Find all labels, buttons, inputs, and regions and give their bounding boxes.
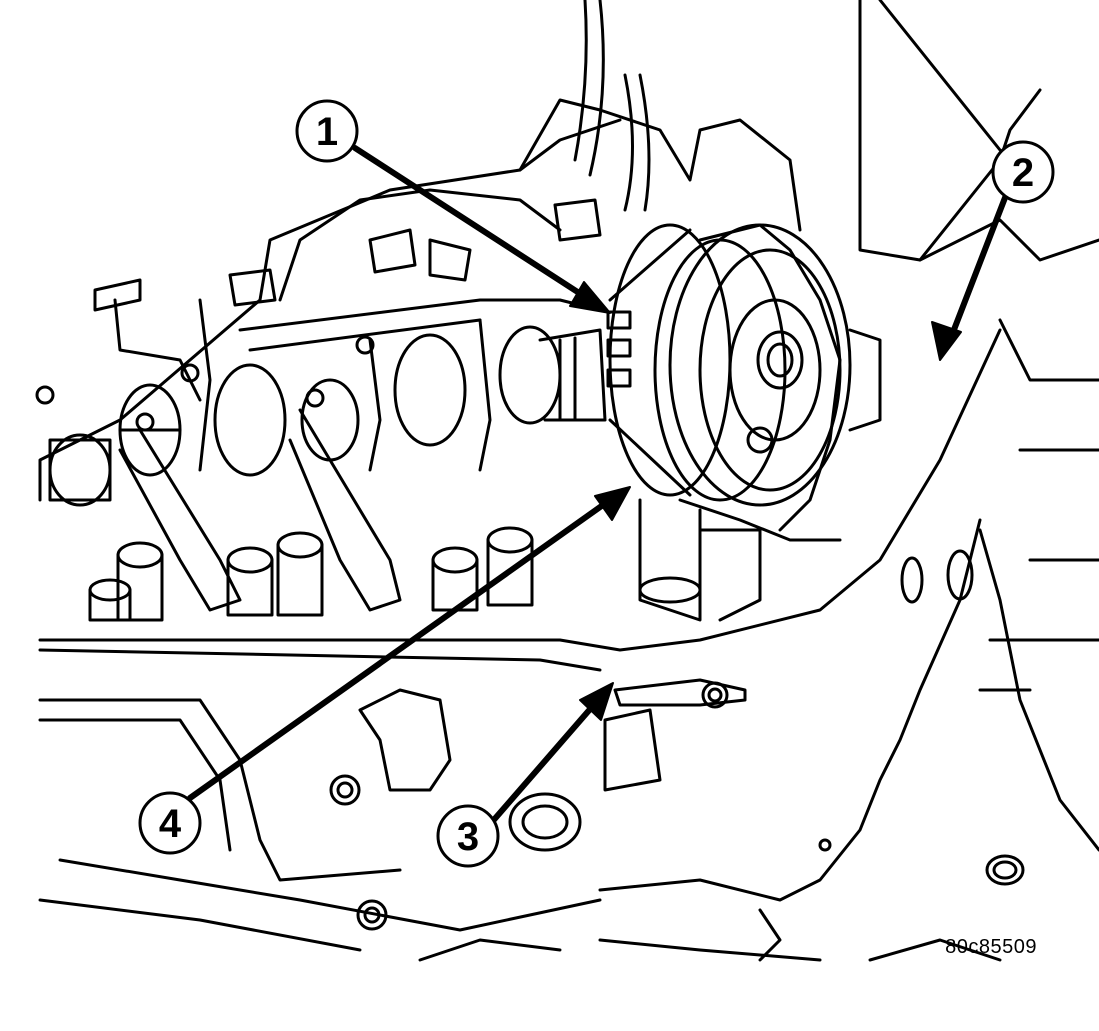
leader-2 bbox=[947, 187, 1011, 343]
cam-sprocket bbox=[606, 223, 787, 502]
leader-lines bbox=[187, 145, 1011, 825]
valve-springs bbox=[88, 526, 534, 622]
cam-bearing-caps bbox=[118, 298, 602, 612]
arrowhead-1 bbox=[569, 281, 611, 314]
timing-chain bbox=[668, 223, 852, 542]
leader-4 bbox=[187, 497, 613, 801]
sprocket-bolt bbox=[728, 298, 822, 454]
camshaft-position-sensor bbox=[603, 678, 747, 792]
arrowhead-4 bbox=[594, 486, 631, 521]
arrowhead-2 bbox=[931, 321, 962, 361]
fuel-injectors bbox=[93, 198, 602, 402]
leader-1 bbox=[352, 145, 593, 303]
block-bores bbox=[508, 549, 1025, 886]
block-bolts bbox=[329, 774, 388, 931]
engine-block-outline bbox=[38, 0, 1099, 962]
callout-4: 4 bbox=[138, 791, 202, 855]
callout-3: 3 bbox=[436, 804, 500, 868]
callout-1: 1 bbox=[295, 99, 359, 163]
figure-id: 80c85509 bbox=[945, 936, 1037, 958]
leader-3 bbox=[489, 697, 601, 825]
chain-tensioner bbox=[638, 328, 882, 622]
oil-pump-boss bbox=[358, 688, 452, 792]
callout-2-label: 2 bbox=[1012, 151, 1034, 195]
callout-1-label: 1 bbox=[316, 110, 338, 154]
arrow-heads bbox=[569, 281, 962, 721]
callout-2: 2 bbox=[991, 140, 1055, 204]
wiring-harness bbox=[573, 0, 651, 212]
arrowhead-3 bbox=[579, 682, 614, 721]
callout-3-label: 3 bbox=[457, 815, 479, 859]
callout-4-label: 4 bbox=[159, 802, 182, 846]
head-bolts bbox=[35, 335, 375, 432]
